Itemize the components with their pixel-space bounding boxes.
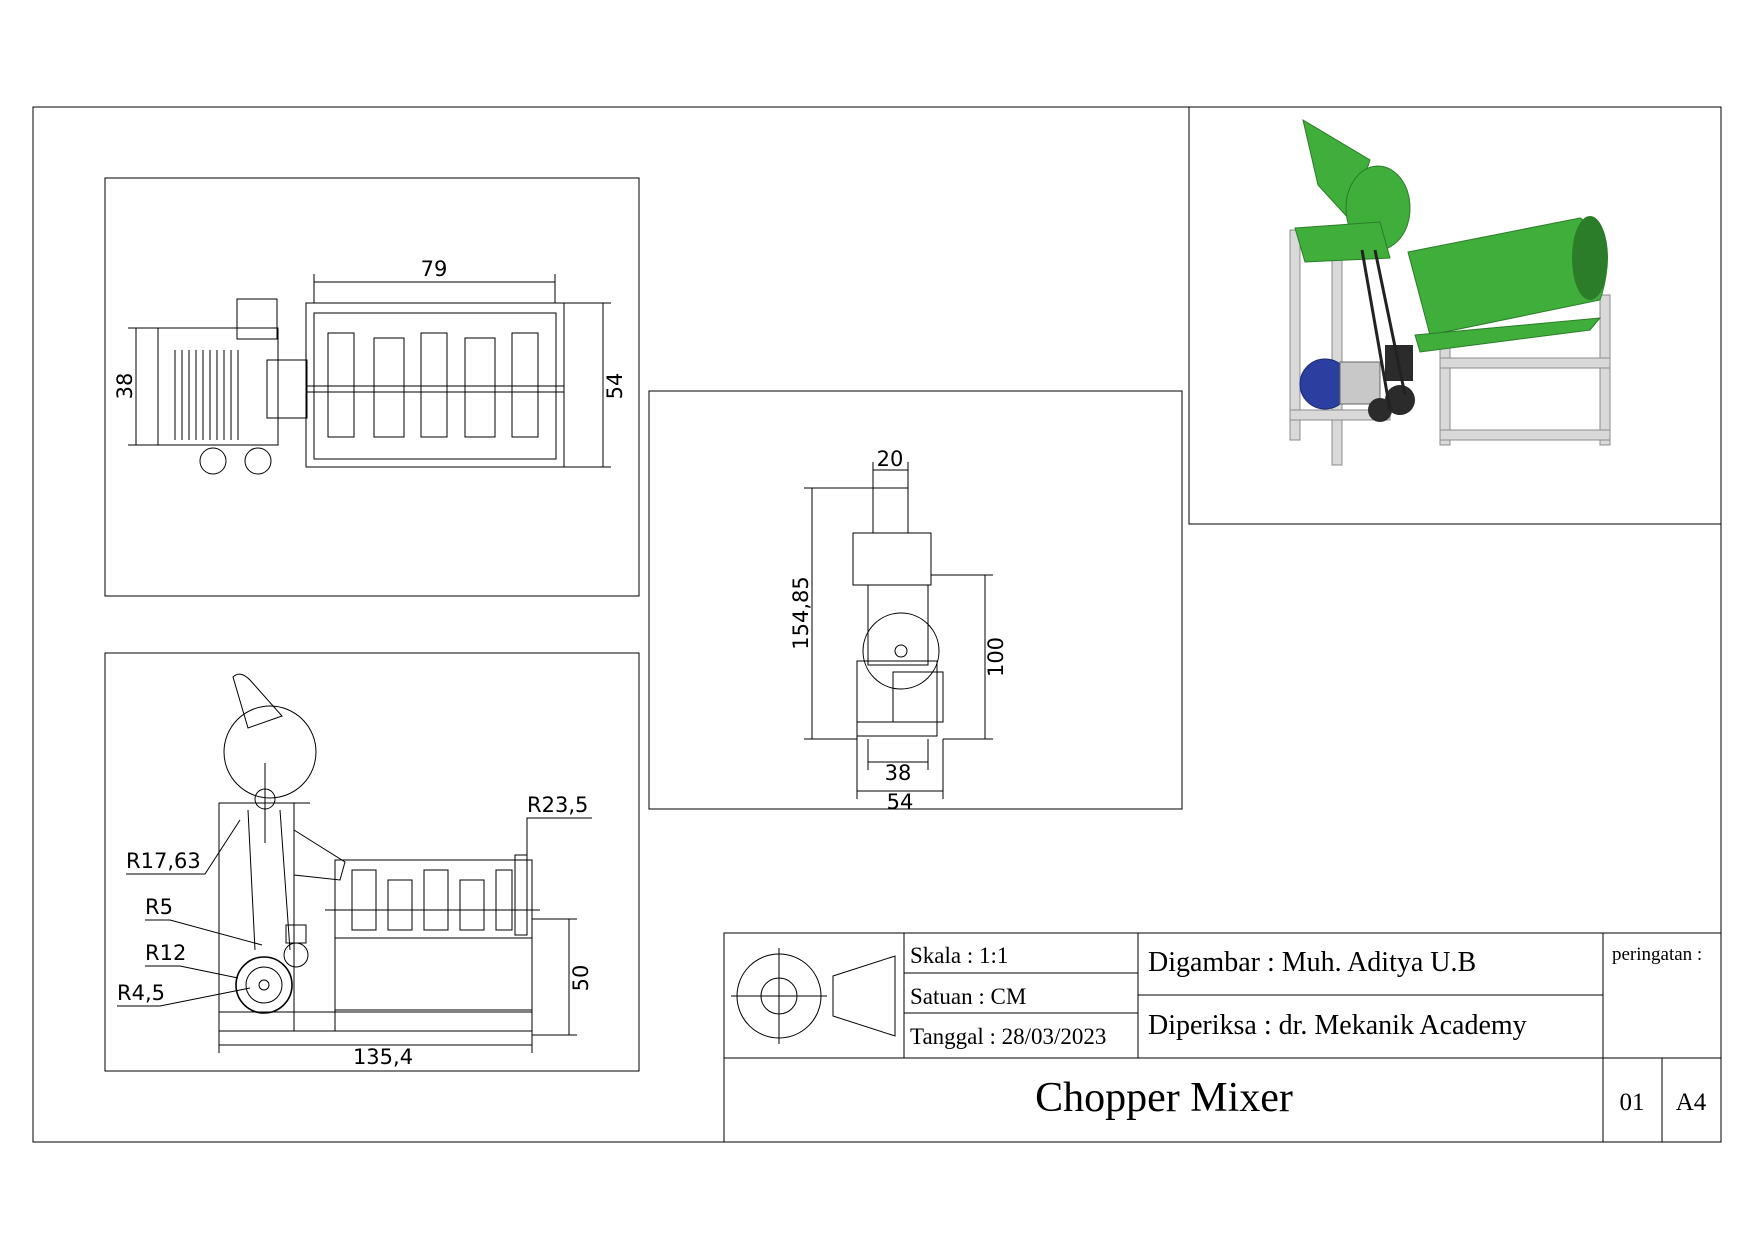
checked-by-label: Diperiksa : dr. Mekanik Academy [1148, 1010, 1527, 1041]
dim-front-outer-width: 54 [887, 790, 914, 814]
radius-r45: R4,5 [117, 981, 165, 1005]
dim-side-length: 135,4 [353, 1045, 413, 1069]
front-view: 20 154,85 100 38 54 [648, 390, 1183, 814]
date-label: Tanggal : 28/03/2023 [910, 1024, 1106, 1049]
dim-top-width-left: 38 [113, 373, 137, 400]
radius-r5: R5 [145, 895, 173, 919]
dim-front-frame-height: 100 [984, 637, 1008, 677]
dim-front-total-height: 154,85 [789, 576, 813, 649]
scale-label: Skala : 1:1 [910, 943, 1008, 968]
side-view: 135,4 50 R23,5 R17,63 R5 R12 R4,5 [104, 652, 640, 1072]
dim-top-length: 79 [421, 257, 448, 281]
mixer-blades [327, 332, 539, 438]
dim-front-top-width: 20 [877, 447, 904, 471]
sheet-number: 01 [1620, 1089, 1645, 1116]
projection-symbol [731, 948, 896, 1044]
radius-r12: R12 [145, 941, 186, 965]
dim-front-inner-width: 38 [885, 761, 912, 785]
isometric-view-frame [1188, 107, 1721, 525]
chopper-hatching [174, 350, 239, 440]
top-view: 79 38 54 [104, 177, 640, 597]
warning-label: peringatan : [1612, 944, 1702, 965]
side-mixer-blades [351, 869, 513, 931]
drawing-title: Chopper Mixer [1035, 1075, 1293, 1121]
drawn-by-label: Digambar : Muh. Aditya U.B [1148, 947, 1476, 978]
dim-side-height: 50 [569, 965, 593, 992]
units-label: Satuan : CM [910, 984, 1026, 1009]
isometric-view [1289, 118, 1611, 466]
paper-size: A4 [1676, 1089, 1707, 1116]
title-block: Skala : 1:1 Satuan : CM Tanggal : 28/03/… [723, 932, 1722, 1143]
dim-top-width-right: 54 [603, 373, 627, 400]
radius-pulley-large: R17,63 [126, 849, 201, 873]
radius-drum: R23,5 [527, 793, 588, 817]
